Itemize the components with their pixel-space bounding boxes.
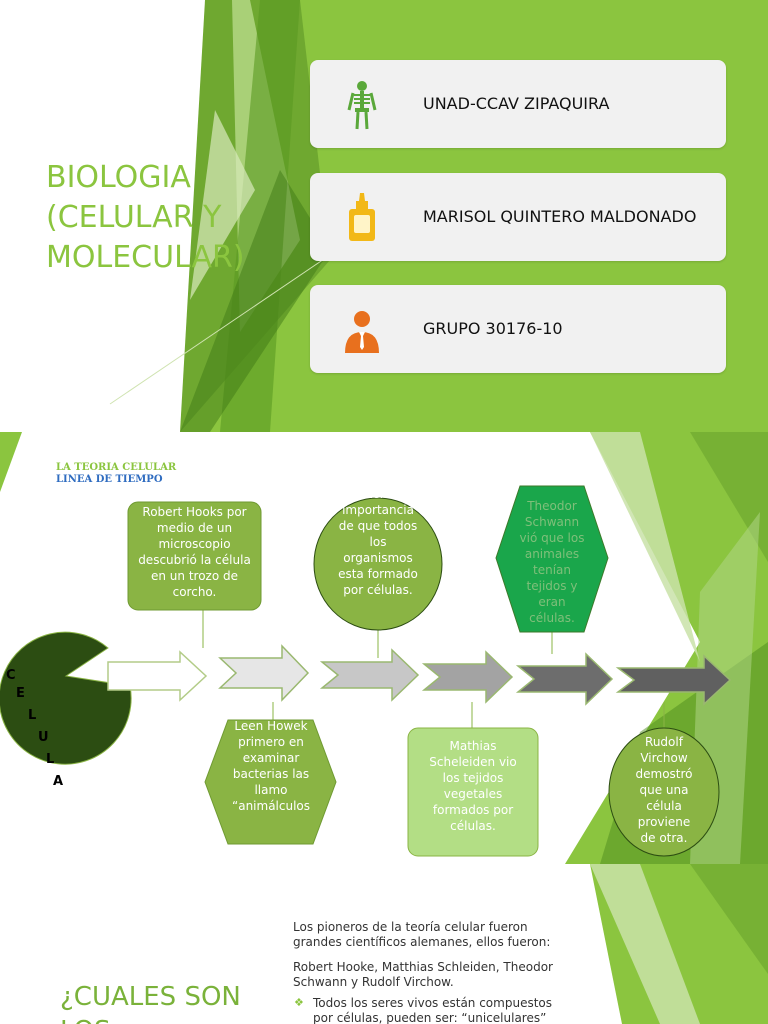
info-card-institution: UNAD-CCAV ZIPAQUIRA bbox=[310, 60, 726, 148]
pioneers-slide: ¿CUALES SON LOS Los pioneros de la teorí… bbox=[0, 864, 768, 1024]
event-text-leen-howek: Leen Howek primero en examinar bacterias… bbox=[232, 719, 310, 813]
celula-letter: L bbox=[28, 708, 37, 723]
slide3-background bbox=[0, 864, 768, 1024]
event-shape-6 bbox=[608, 727, 720, 857]
celula-letter: E bbox=[16, 686, 25, 701]
bullet-icon: ❖ bbox=[294, 996, 304, 1009]
skeleton-icon bbox=[347, 81, 377, 130]
timeline-arrow-3 bbox=[319, 648, 420, 702]
pioneers-intro: Los pioneros de la teoría celular fueron… bbox=[293, 920, 551, 949]
celula-letter: A bbox=[53, 774, 64, 789]
timeline-diagram bbox=[0, 485, 732, 857]
slide2-background bbox=[0, 432, 768, 864]
group-label: GRUPO 30176-10 bbox=[423, 319, 563, 338]
celula-pie-shape bbox=[0, 631, 132, 765]
timeline-arrow-1 bbox=[107, 650, 208, 702]
timeline-arrow-2 bbox=[218, 644, 310, 702]
event-shape-2 bbox=[313, 497, 443, 631]
presentation-title: BIOLOGIA (CELULAR Y MOLECULAR) bbox=[46, 160, 245, 275]
title-slide: BIOLOGIA (CELULAR Y MOLECULAR) UNAD-CCAV… bbox=[0, 0, 768, 432]
event-shape-4 bbox=[204, 719, 337, 845]
event-shape-1 bbox=[127, 501, 262, 611]
timeline-header-title: LA TEORIA CELULAR bbox=[56, 462, 177, 473]
event-text-theodor-schwann: Theodor Schwann vió que los animales ten… bbox=[519, 499, 585, 625]
event-text-rudolf-virchow: Rudolf Virchow demostró que una célula p… bbox=[635, 735, 693, 845]
event-text-robert-hooks: Robert Hooks por medio de un microscopio… bbox=[138, 505, 251, 599]
info-card-student: MARISOL QUINTERO MALDONADO bbox=[310, 173, 726, 261]
timeline-header-subtitle: LINEA DE TIEMPO bbox=[56, 474, 163, 485]
person-icon bbox=[345, 311, 379, 353]
timeline-arrow-5 bbox=[515, 652, 614, 706]
celula-letter: L bbox=[46, 752, 55, 767]
institution-label: UNAD-CCAV ZIPAQUIRA bbox=[423, 94, 610, 113]
event-text-organisms: se extendió la importancia de que todos … bbox=[335, 487, 421, 597]
pioneers-bullet: Todos los seres vivos están compuestos p… bbox=[313, 996, 552, 1024]
section-title: ¿CUALES SON LOS bbox=[60, 982, 241, 1024]
timeline-slide: LA TEORIA CELULAR LINEA DE TIEMPO C E L … bbox=[0, 432, 768, 864]
pioneers-names: Robert Hooke, Matthias Schleiden, Theodo… bbox=[293, 960, 553, 989]
timeline-arrow-6 bbox=[615, 654, 732, 706]
celula-letter: C bbox=[6, 668, 16, 683]
celula-letter: U bbox=[38, 730, 49, 745]
event-shape-5 bbox=[407, 727, 539, 857]
event-shape-3 bbox=[495, 485, 609, 633]
student-name-label: MARISOL QUINTERO MALDONADO bbox=[423, 207, 697, 226]
info-card-group: GRUPO 30176-10 bbox=[310, 285, 726, 373]
event-text-mathias-scheleiden: Mathias Scheleiden vio los tejidos veget… bbox=[429, 739, 517, 833]
glue-bottle-icon bbox=[349, 193, 375, 241]
timeline-arrow-4 bbox=[421, 650, 514, 704]
